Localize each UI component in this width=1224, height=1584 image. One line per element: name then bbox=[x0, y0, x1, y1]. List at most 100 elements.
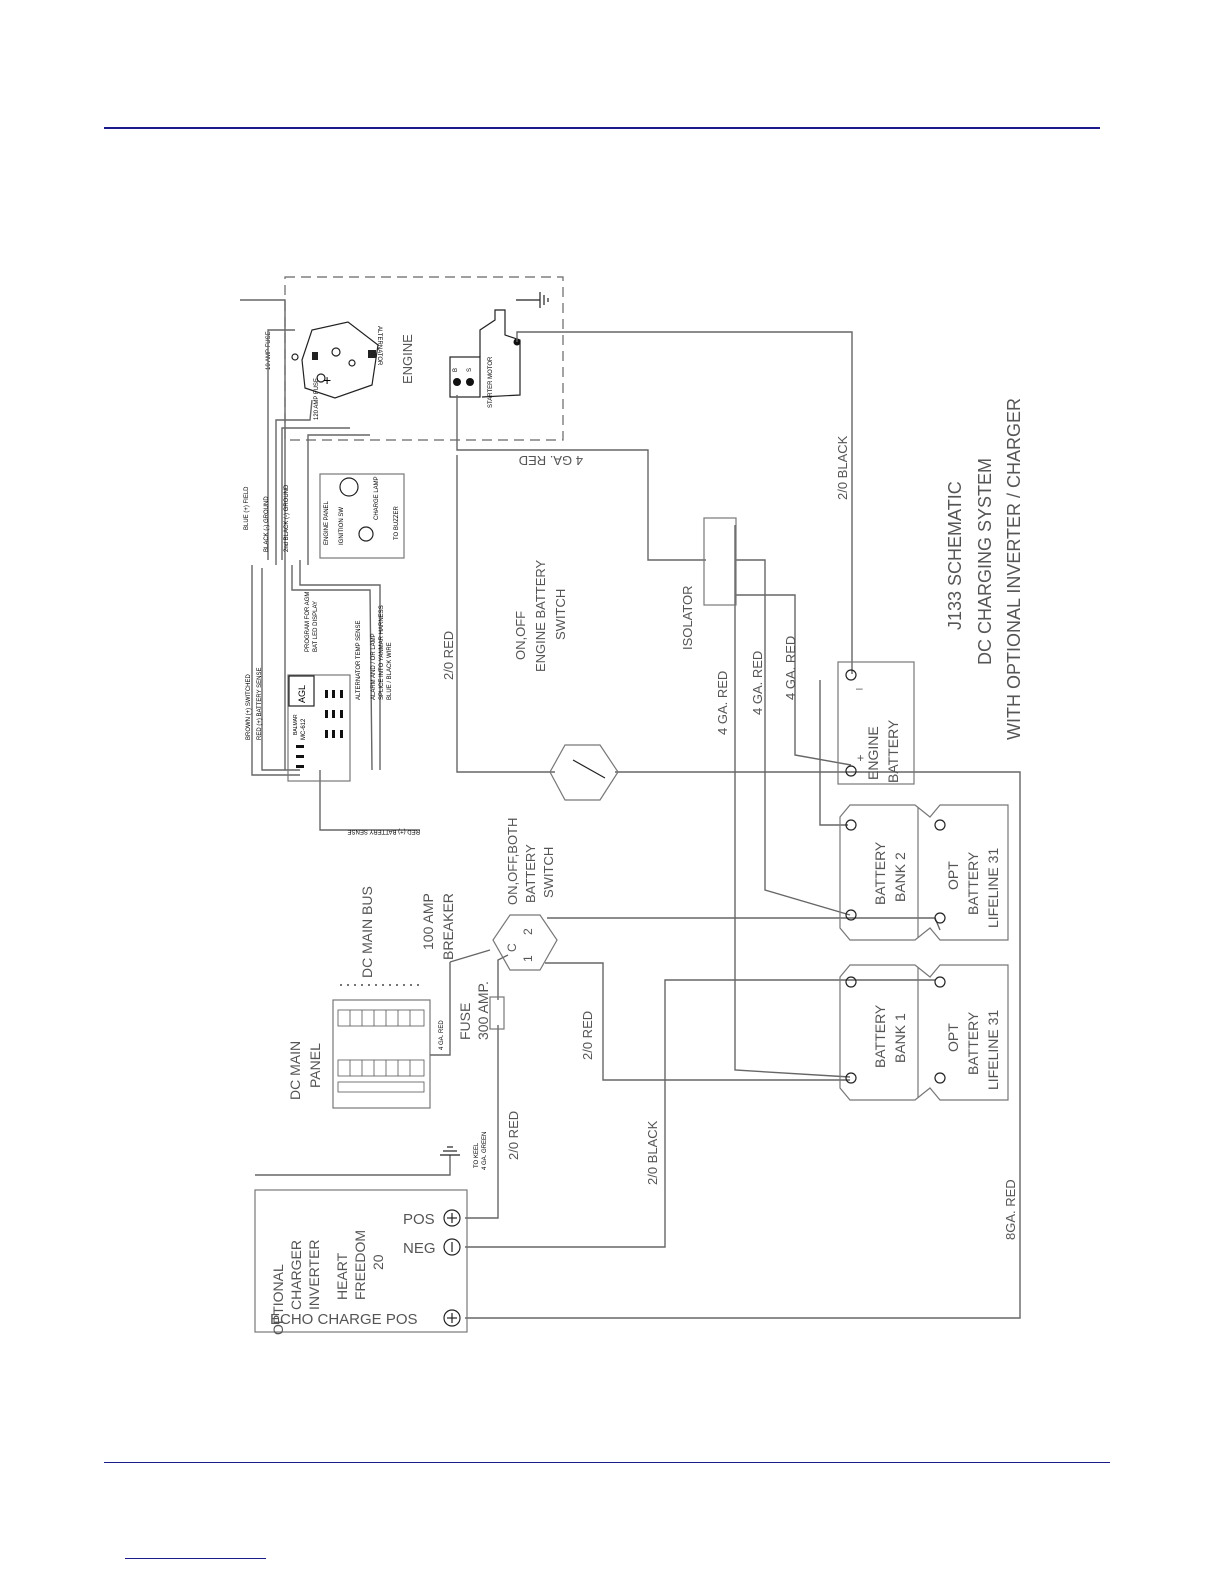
starter-motor-label: STARTER MOTOR bbox=[488, 356, 494, 408]
bank2-label-1: BATTERY bbox=[872, 841, 888, 905]
both-switch-label-1: ON,OFF,BOTH bbox=[505, 818, 520, 905]
starter-motor bbox=[449, 309, 521, 398]
opt-1-label-3: LIFELINE 31 bbox=[985, 1010, 1001, 1090]
fuse-300-label-2: 300 AMP. bbox=[475, 981, 491, 1040]
engine-switch-label-3: SWITCH bbox=[553, 589, 568, 640]
engine-panel-box bbox=[319, 473, 405, 559]
blue-field-label: BLUE (+) FIELD bbox=[244, 486, 250, 530]
ignition-switch-icon bbox=[339, 477, 359, 497]
breaker-label-2: BREAKER bbox=[440, 893, 456, 960]
red-2-0-a-label: 2/0 RED bbox=[441, 631, 456, 680]
agl-box bbox=[288, 675, 315, 707]
engine-battery-label-2: BATTERY bbox=[885, 719, 901, 783]
battery-bank-1-group bbox=[839, 964, 1009, 1101]
black-ground-2-label: 2nd BLACK (-) GROUND bbox=[284, 484, 290, 552]
to-buzzer-label: TO BUZZER bbox=[394, 505, 400, 540]
isolator-label: ISOLATOR bbox=[680, 585, 695, 650]
echo-charge-label: ECHO CHARGE POS bbox=[270, 1311, 418, 1328]
red-4ga-label-1: 4 GA. RED bbox=[715, 671, 730, 735]
title-line-3: WITH OPTIONAL INVERTER / CHARGER bbox=[1004, 398, 1024, 740]
dc-main-panel-label-1: DC MAIN bbox=[287, 1041, 303, 1100]
agl-label: AGL bbox=[297, 685, 307, 703]
to-keel-label-1: TO KEEL bbox=[474, 1142, 480, 1168]
engine-battery-plus: + bbox=[857, 751, 864, 765]
pos-terminal-icon bbox=[443, 1209, 461, 1227]
engine-battery-box bbox=[837, 661, 915, 785]
balmar-label: BALMAR bbox=[293, 714, 299, 735]
title-line-1: J133 SCHEMATIC bbox=[945, 481, 965, 630]
black-ground-label: BLACK (-) GROUND bbox=[264, 496, 270, 552]
red-2-0-b-label: 2/0 RED bbox=[580, 1011, 595, 1060]
neg-terminal-icon bbox=[443, 1238, 461, 1256]
both-battery-switch-icon bbox=[492, 914, 558, 971]
breaker-label-1: 100 AMP bbox=[420, 893, 436, 950]
switch-c-label: C bbox=[505, 943, 519, 952]
opt-2-label-2: BATTERY bbox=[965, 851, 981, 915]
battery-bank-2-group bbox=[839, 804, 1009, 941]
heart-label-3: 20 bbox=[370, 1254, 386, 1270]
pos-label: POS bbox=[403, 1211, 435, 1228]
alternator bbox=[291, 321, 379, 399]
echo-terminal-icon bbox=[443, 1309, 461, 1327]
charge-lamp-label: CHARGE LAMP bbox=[374, 476, 380, 520]
regulator-box bbox=[287, 674, 351, 782]
dc-main-bus-label: DC MAIN BUS bbox=[359, 886, 375, 978]
isolator-box bbox=[703, 517, 737, 606]
to-keel-label-2: 4 GA. GREEN bbox=[482, 1132, 488, 1170]
panel-4ga-label: 4 GA. RED bbox=[439, 1020, 445, 1050]
title-line-2: DC CHARGING SYSTEM bbox=[975, 458, 995, 665]
charge-lamp-icon bbox=[358, 526, 374, 542]
opt-2-label-3: LIFELINE 31 bbox=[985, 848, 1001, 928]
fuse-300-icon bbox=[489, 996, 505, 1030]
alternator-plus-label: + bbox=[323, 372, 331, 388]
red-4ga-label-3: 4 GA. RED bbox=[783, 636, 798, 700]
splice-label: SPLICE INTO YANMAR HARNESS bbox=[379, 605, 385, 700]
heart-label-2: FREEDOM bbox=[352, 1230, 368, 1300]
bank1-label-1: BATTERY bbox=[872, 1004, 888, 1068]
ignition-sw-label: IGNITION SW bbox=[339, 507, 345, 545]
neg-label: NEG bbox=[403, 1240, 436, 1257]
charger-label-3: INVERTER bbox=[306, 1239, 322, 1310]
header-rule bbox=[104, 127, 1100, 129]
bank2-label-2: BANK 2 bbox=[892, 852, 908, 902]
opt-1-label-1: OPT bbox=[945, 1023, 961, 1052]
opt-1-label-2: BATTERY bbox=[965, 1011, 981, 1075]
breaker-grid bbox=[337, 1009, 425, 1093]
red-4ga-label: 4 GA. RED bbox=[519, 453, 583, 468]
heart-label-1: HEART bbox=[334, 1252, 350, 1300]
dc-main-panel-label-2: PANEL bbox=[307, 1043, 323, 1088]
engine-panel-label: ENGINE PANEL bbox=[324, 500, 330, 545]
program-label: PROGRAM FOR AGM bbox=[305, 592, 311, 652]
black-2-0-top-label: 2/0 BLACK bbox=[835, 435, 850, 500]
charger-label-1: OPTIONAL bbox=[270, 1264, 286, 1335]
blue-black-label: BLUE / BLACK WIRE bbox=[387, 642, 393, 700]
engine-switch-label-1: ON,OFF bbox=[513, 611, 528, 660]
both-switch-label-3: SWITCH bbox=[541, 847, 556, 898]
engine-box bbox=[284, 276, 564, 441]
ground-symbol-engine bbox=[516, 292, 549, 308]
footnote-rule bbox=[125, 1558, 266, 1559]
charger-label-2: CHARGER bbox=[288, 1240, 304, 1310]
keel-ground-symbol bbox=[440, 1146, 460, 1156]
red-batt-sense-bottom-label: RED (+) BATTERY SENSE bbox=[347, 828, 420, 834]
batt-led-label: BAT LED DISPLAY bbox=[313, 601, 319, 652]
red-battery-sense-label: RED (+) BATTERY SENSE bbox=[257, 667, 263, 740]
bank1-label-2: BANK 1 bbox=[892, 1013, 908, 1063]
switch-1-label: 1 bbox=[521, 955, 535, 962]
switch-2-label: 2 bbox=[521, 928, 535, 935]
alarm-label: ALARM AND / OR LAMP bbox=[371, 633, 377, 700]
red-8ga-label: 8GA. RED bbox=[1003, 1179, 1018, 1240]
red-4ga-label-2: 4 GA. RED bbox=[750, 651, 765, 715]
alternator-label: ALTERNATOR bbox=[376, 326, 382, 366]
black-2-0-bottom-label: 2/0 BLACK bbox=[645, 1120, 660, 1185]
engine-battery-label-1: ENGINE bbox=[865, 726, 881, 780]
dc-main-panel-box bbox=[332, 999, 431, 1109]
fuse-120-label: 120 AMP FUSE bbox=[314, 378, 320, 420]
charger-inverter-box bbox=[254, 1189, 468, 1333]
opt-2-label-1: OPT bbox=[945, 861, 961, 890]
starter-b-label: B bbox=[453, 368, 459, 372]
brown-switched-label: BROWN (+) SWITCHED bbox=[246, 674, 252, 740]
alt-temp-label: ALTERNATOR TEMP SENSE bbox=[356, 621, 362, 700]
wires bbox=[240, 299, 1021, 1319]
